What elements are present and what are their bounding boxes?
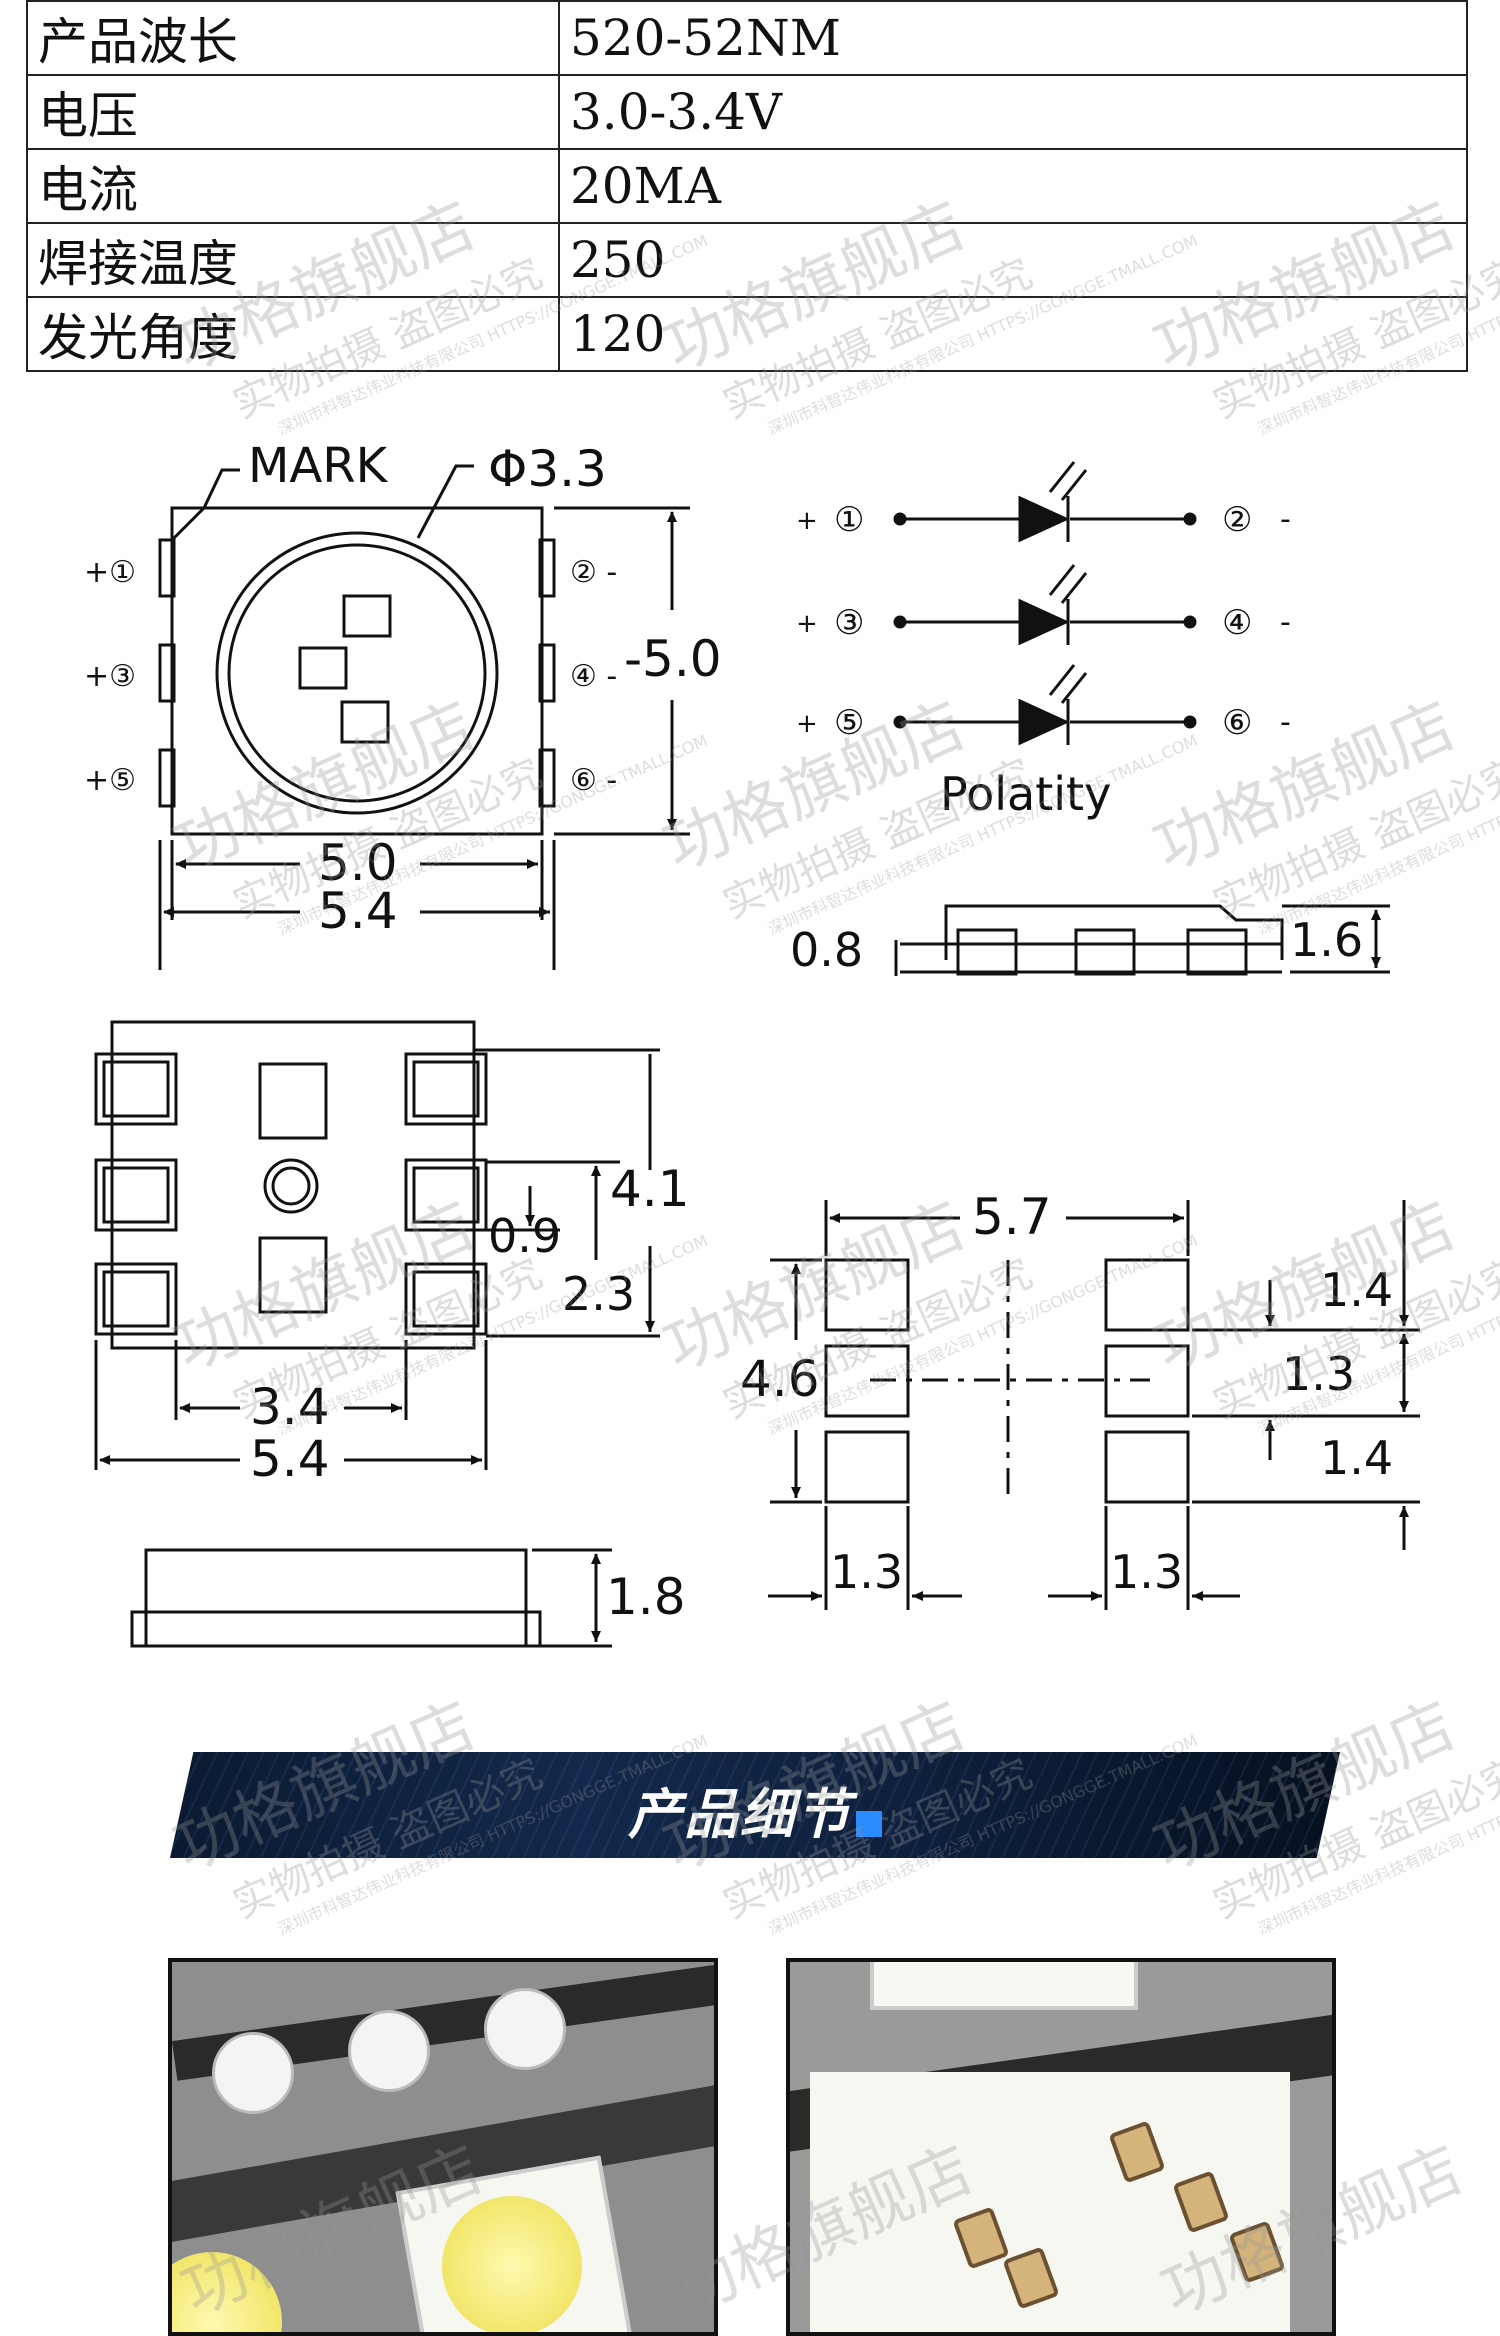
- footprint-dim-row3: 1.4: [1320, 1431, 1393, 1485]
- footprint-dim-pad-right: 1.3: [1110, 1545, 1183, 1599]
- side-dim-right: 1.6: [1290, 913, 1363, 967]
- lens-outer: [215, 531, 499, 815]
- pin-label-2: ② -: [570, 555, 617, 590]
- spec-label: 电流: [26, 148, 560, 224]
- side-view: [894, 904, 1390, 976]
- mark-corner: [170, 506, 206, 542]
- footprint-dim-pad-left: 1.3: [830, 1545, 903, 1599]
- pin-4: [538, 643, 556, 703]
- spec-table: 产品波长 520-52NM 电压 3.0-3.4V 电流 20MA 焊接温度 2…: [26, 0, 1468, 372]
- pin-label-3: +③: [84, 659, 136, 694]
- schematic-plus-1: +: [796, 506, 818, 536]
- dim-width-inner: 5.0: [318, 834, 398, 892]
- banner-title-text: 产品细节: [628, 1783, 852, 1846]
- spec-value: 3.0-3.4V: [558, 74, 1468, 150]
- led-package-top: [870, 1962, 1138, 2010]
- spec-row: 电压 3.0-3.4V: [26, 74, 1468, 150]
- sprocket-hole: [212, 2032, 294, 2114]
- die-2: [298, 646, 348, 690]
- pin-6: [538, 748, 556, 808]
- dimension-drawing: MARK Φ3.3 +① +③ +⑤ ② - ④ - ⑥ - -5.0 5.0 …: [84, 438, 1420, 1648]
- footprint-view: [768, 1200, 1420, 1610]
- spec-value: 520-52NM: [558, 0, 1468, 76]
- spec-label: 产品波长: [26, 0, 560, 76]
- footprint-dim-row1: 1.4: [1320, 1263, 1393, 1317]
- led-row-3: [893, 664, 1197, 746]
- polarity-title: Polatity: [940, 767, 1111, 821]
- footprint-dim-width: 5.7: [972, 1188, 1052, 1246]
- pin-2: [538, 538, 556, 598]
- die-1: [342, 594, 392, 638]
- profile-dim-height: 1.8: [606, 1568, 686, 1626]
- section-banner: 产品细节: [170, 1752, 1340, 1858]
- bottom-dim-pitch: 2.3: [562, 1267, 635, 1321]
- spec-label: 焊接温度: [26, 222, 560, 298]
- bottom-dim-height: 4.1: [610, 1160, 690, 1218]
- schematic-pin-6: ⑥: [1222, 703, 1252, 743]
- spec-row: 产品波长 520-52NM: [26, 0, 1468, 76]
- schematic-pin-2: ②: [1222, 500, 1252, 540]
- side-dim-left: 0.8: [790, 923, 863, 977]
- die-3: [340, 700, 390, 744]
- sprocket-hole: [484, 1988, 566, 2070]
- banner-accent-square: [856, 1811, 882, 1837]
- pin-label-1: +①: [84, 555, 136, 590]
- footprint-dim-row2: 1.3: [1282, 1347, 1355, 1401]
- banner-title: 产品细节: [170, 1770, 1340, 1849]
- diameter-label: Φ3.3: [488, 440, 607, 498]
- led-row-1: [893, 461, 1197, 543]
- top-view: [158, 464, 690, 970]
- spec-row: 焊接温度 250: [26, 222, 1468, 298]
- pin-label-5: +⑤: [84, 763, 136, 798]
- profile-view: [130, 1548, 612, 1648]
- led-phosphor: [172, 2252, 282, 2332]
- mark-leader: [202, 468, 240, 509]
- pin-label-4: ④ -: [570, 659, 617, 694]
- schematic-pin-4: ④: [1222, 603, 1252, 643]
- schematic-plus-3: +: [796, 709, 818, 739]
- product-photo-pins: [786, 1958, 1336, 2336]
- led-row-2: [893, 564, 1197, 646]
- sprocket-hole: [348, 2010, 430, 2092]
- spec-value: 250: [558, 222, 1468, 298]
- footprint-dim-height: 4.6: [740, 1350, 820, 1408]
- spec-label: 电压: [26, 74, 560, 150]
- schematic-pin-5: ⑤: [834, 703, 864, 743]
- schematic-plus-2: +: [796, 609, 818, 639]
- bottom-view: [94, 1020, 660, 1470]
- bottom-dim-outer-width: 5.4: [250, 1430, 330, 1488]
- spec-value: 120: [558, 296, 1468, 372]
- spec-row: 发光角度 120: [26, 296, 1468, 372]
- dim-height-label: -5.0: [624, 630, 722, 688]
- lens-inner: [227, 543, 487, 803]
- pin-3: [158, 643, 176, 703]
- schematic-minus-1: -: [1280, 502, 1291, 537]
- schematic-pin-1: ①: [834, 500, 864, 540]
- pin-5: [158, 748, 176, 808]
- spec-label: 发光角度: [26, 296, 560, 372]
- mark-label: MARK: [248, 438, 389, 494]
- schematic-minus-2: -: [1280, 605, 1291, 640]
- pin-label-6: ⑥ -: [570, 763, 617, 798]
- polarity-schematic: [893, 461, 1197, 746]
- dim-width-outer: 5.4: [318, 882, 398, 940]
- bottom-dim-inner-width: 3.4: [250, 1378, 330, 1436]
- led-phosphor: [442, 2196, 582, 2332]
- pin-1: [158, 538, 176, 598]
- diameter-leader: [416, 464, 474, 539]
- spec-value: 20MA: [558, 148, 1468, 224]
- bottom-dim-small: 0.9: [488, 1209, 561, 1263]
- banner-texture: [170, 1752, 1340, 1858]
- package-outline: [170, 506, 544, 836]
- schematic-minus-3: -: [1280, 705, 1291, 740]
- product-photo-tape: [168, 1958, 718, 2336]
- schematic-pin-3: ③: [834, 603, 864, 643]
- spec-row: 电流 20MA: [26, 148, 1468, 224]
